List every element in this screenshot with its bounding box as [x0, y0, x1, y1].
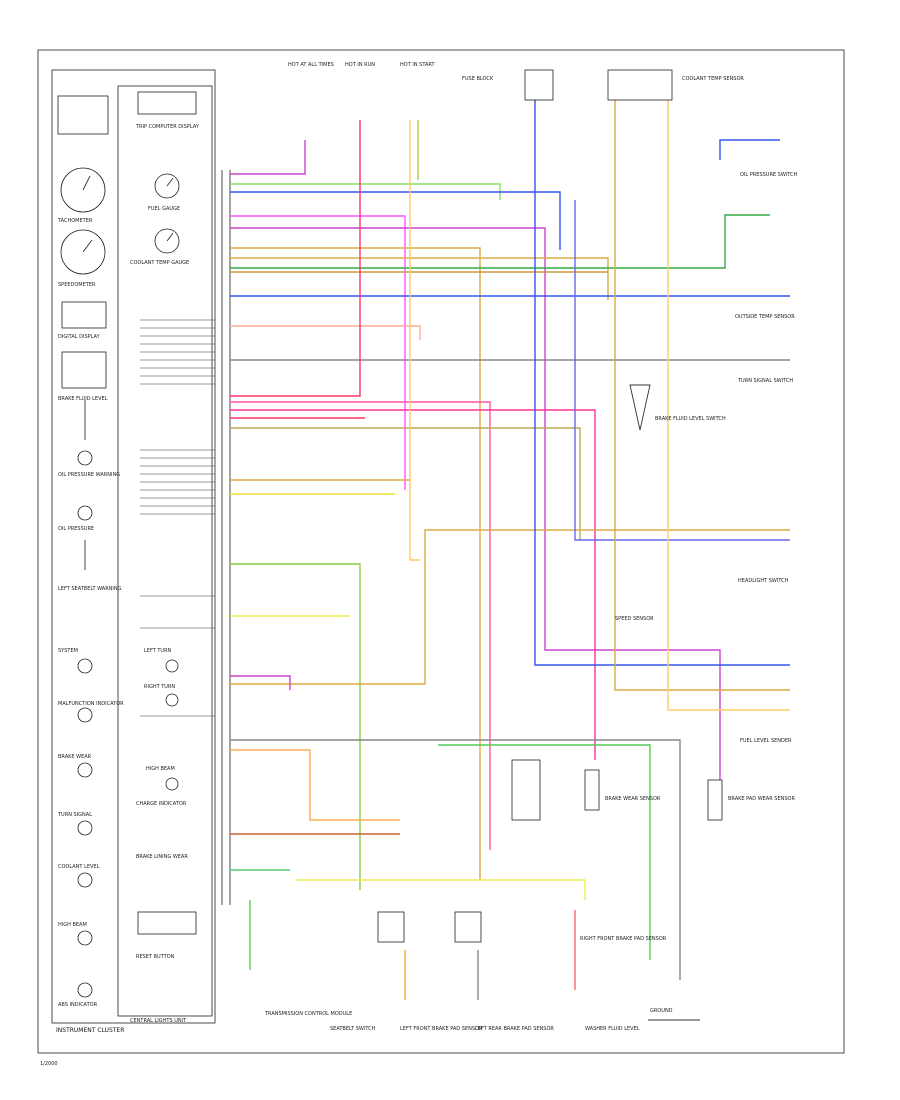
right-label: SPEED SENSOR: [615, 616, 654, 622]
bottom-label: LEFT FRONT BRAKE PAD SENSOR: [400, 1026, 483, 1032]
right-label: FUEL LEVEL SENDER: [740, 738, 792, 744]
left-component-label: DIGITAL DISPLAY: [58, 334, 101, 340]
pin-stubs: [140, 319, 215, 717]
left-component-label: LEFT SEATBELT WARNING: [58, 586, 122, 592]
mid-component-column: [137, 91, 197, 935]
corner-code: 1/2000: [40, 1061, 58, 1067]
mid-component-label: COOLANT TEMP GAUGE: [130, 260, 189, 266]
left-component-label: TACHOMETER: [57, 218, 93, 224]
left-component-label: TURN SIGNAL: [57, 812, 92, 818]
label-layer: INSTRUMENT CLUSTER 1/2000 CENTRAL LIGHTS…: [40, 62, 798, 1067]
central-unit-block: [117, 85, 213, 1017]
right-components: [377, 69, 723, 1021]
left-component-label: HIGH BEAM: [58, 922, 87, 928]
left-component-label: BRAKE WEAR: [58, 754, 92, 760]
top-label: FUSE BLOCK: [462, 76, 494, 82]
top-label: HOT IN RUN: [345, 62, 375, 68]
left-component-label: SPEEDOMETER: [58, 282, 96, 288]
mid-component-label: BRAKE LINING WEAR: [136, 854, 188, 860]
bottom-label: RIGHT FRONT BRAKE PAD SENSOR: [580, 936, 667, 942]
right-label: OUTSIDE TEMP SENSOR: [735, 314, 795, 320]
fuel-gauge-icon: [154, 173, 180, 199]
right-label: TURN SIGNAL SWITCH: [737, 378, 793, 384]
instrument-cluster-outline: [51, 69, 216, 1024]
right-label: COOLANT TEMP SENSOR: [682, 76, 744, 82]
bottom-label: WASHER FLUID LEVEL: [585, 1026, 640, 1032]
colored-wires: [230, 100, 790, 1000]
left-component-column: [57, 95, 109, 998]
right-label: BRAKE PAD WEAR SENSOR: [728, 796, 795, 802]
right-label: HEADLIGHT SWITCH: [738, 578, 789, 584]
mid-component-label: CHARGE INDICATOR: [136, 801, 187, 807]
footer-label: INSTRUMENT CLUSTER: [56, 1027, 124, 1034]
mid-component-label: RIGHT TURN: [144, 684, 175, 690]
cluster-caption: CENTRAL LIGHTS UNIT: [130, 1018, 187, 1024]
left-component-label: MALFUNCTION INDICATOR: [58, 701, 124, 707]
right-label: BRAKE WEAR SENSOR: [605, 796, 661, 802]
right-label: BRAKE FLUID LEVEL SWITCH: [655, 416, 726, 422]
left-component-label: OIL PRESSURE: [58, 526, 94, 532]
connector-pin-column: [221, 170, 231, 905]
bottom-label: LEFT REAR BRAKE PAD SENSOR: [475, 1026, 554, 1032]
right-label: GROUND: [650, 1008, 673, 1014]
left-component-label: ABS INDICATOR: [58, 1002, 98, 1008]
diagram-border: [37, 49, 845, 1054]
right-label: OIL PRESSURE SWITCH: [740, 172, 798, 178]
top-label: HOT AT ALL TIMES: [288, 62, 334, 68]
top-label: HOT IN START: [400, 62, 436, 68]
left-component-label: COOLANT LEVEL: [58, 864, 100, 870]
tachometer-gauge-icon: [60, 167, 106, 213]
bottom-label: SEATBELT SWITCH: [330, 1026, 376, 1032]
digital-display-icon: [61, 301, 107, 329]
left-component-label: SYSTEM: [58, 648, 78, 654]
mid-component-label: HIGH BEAM: [146, 766, 175, 772]
left-component-label: BRAKE FLUID LEVEL: [58, 396, 108, 402]
mid-component-label: RESET BUTTON: [136, 954, 175, 960]
mid-component-label: FUEL GAUGE: [148, 206, 180, 212]
speedometer-gauge-icon: [60, 229, 106, 275]
bottom-label: TRANSMISSION CONTROL MODULE: [264, 1011, 352, 1017]
mid-component-label: LEFT TURN: [144, 648, 172, 654]
coolant-gauge-icon: [154, 228, 180, 254]
mid-component-label: TRIP COMPUTER DISPLAY: [135, 124, 200, 130]
left-component-label: OIL PRESSURE WARNING: [58, 472, 120, 478]
